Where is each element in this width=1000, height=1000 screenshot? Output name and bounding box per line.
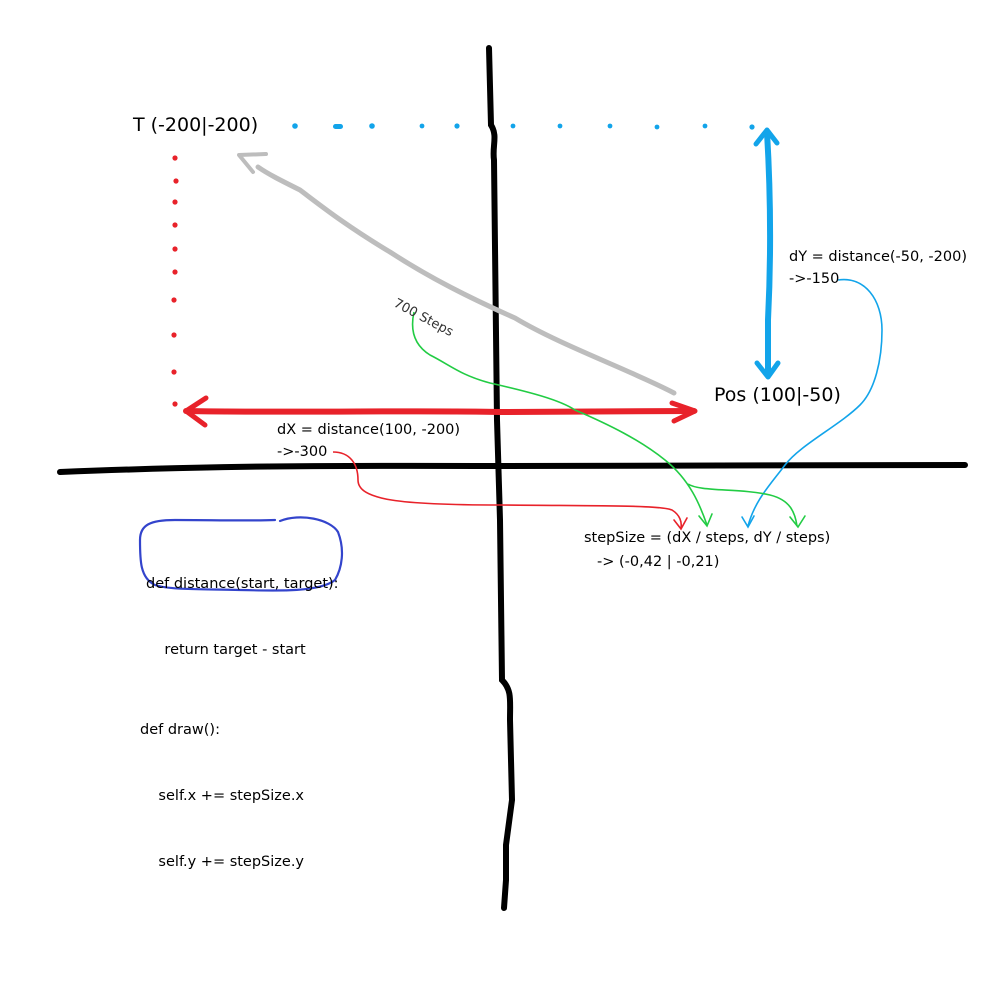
dx-arrow [183, 408, 697, 416]
distance-def-line: return target - start [146, 642, 306, 658]
draw-def-line: self.y += stepSize.y [140, 854, 305, 870]
movement-path-arrow [255, 164, 677, 396]
draw-def-code: def draw(): self.x += stepSize.x self.y … [140, 675, 304, 917]
distance-def-line: def distance(start, target): [146, 576, 339, 592]
steps-connector-branch [687, 483, 798, 527]
y-axis [486, 45, 516, 911]
dy-arrowhead-top [753, 127, 780, 147]
dx-arrowhead-left [183, 395, 209, 428]
dy-connector-head [741, 515, 755, 529]
position-point-label: Pos (100|-50) [714, 384, 841, 406]
step-size-formula: stepSize = (dX / steps, dY / steps) [584, 530, 831, 546]
movement-path-arrowhead [237, 152, 268, 174]
target-point-label: T (-200|-200) [133, 114, 259, 136]
dy-connector [747, 278, 883, 527]
dx-dotted-guide [171, 155, 179, 407]
step-size-result: -> (-0,42 | -0,21) [597, 554, 720, 570]
dx-formula: dX = distance(100, -200) [277, 422, 461, 438]
steps-connector-head-a [698, 513, 713, 528]
dx-connector [332, 451, 683, 529]
x-axis [57, 462, 968, 475]
dy-formula: dY = distance(-50, -200) [789, 249, 967, 265]
dy-dotted-guide [292, 123, 755, 130]
dy-result: ->-150 [789, 271, 840, 287]
dx-connector-head [673, 517, 688, 531]
distance-def-box [138, 516, 344, 592]
draw-def-line: self.x += stepSize.x [140, 788, 305, 804]
steps-connector-head-b [789, 515, 806, 529]
dy-arrow [764, 129, 774, 378]
dx-arrowhead-right [669, 400, 698, 424]
steps-connector [411, 311, 708, 526]
dy-arrowhead-bottom [754, 360, 781, 380]
distance-def-code: def distance(start, target): return targ… [146, 529, 339, 705]
draw-def-line: def draw(): [140, 722, 220, 738]
dx-result: ->-300 [277, 444, 328, 460]
